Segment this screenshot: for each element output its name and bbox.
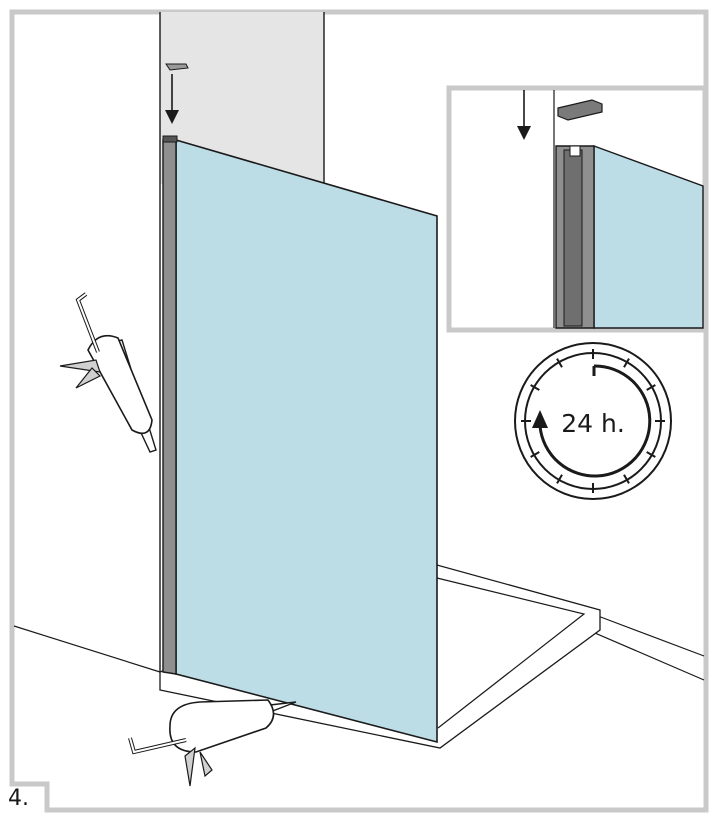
illustration-frame [9, 9, 709, 813]
clock-tick [530, 384, 540, 391]
floor-line-right [597, 615, 705, 657]
cap-piece-icon [165, 63, 189, 71]
step-number: 4. [8, 786, 29, 811]
clock-tick [623, 474, 630, 484]
inset-down-arrow-icon [517, 90, 531, 140]
wall-profile [162, 139, 177, 675]
shower-tray-inner [436, 577, 586, 729]
down-arrow-icon [165, 74, 179, 124]
floor-line-left [13, 625, 161, 673]
clock-tick [556, 358, 563, 368]
caulk-gun-floor-icon [128, 699, 297, 787]
inset-cap-piece-icon [557, 99, 603, 121]
cure-time-label: 24 h. [561, 409, 625, 438]
glass-panel [175, 138, 438, 744]
clock-tick [530, 451, 540, 458]
clock-tick [646, 384, 656, 391]
clock-tick [623, 358, 630, 368]
clock-tick [646, 451, 656, 458]
top-cap [162, 135, 178, 143]
clockwise-arrow-icon [532, 364, 652, 478]
clock-dial-icon [514, 342, 672, 500]
detail-inset [446, 85, 708, 333]
clock-tick [556, 474, 563, 484]
caulk-gun-icon [59, 292, 157, 453]
